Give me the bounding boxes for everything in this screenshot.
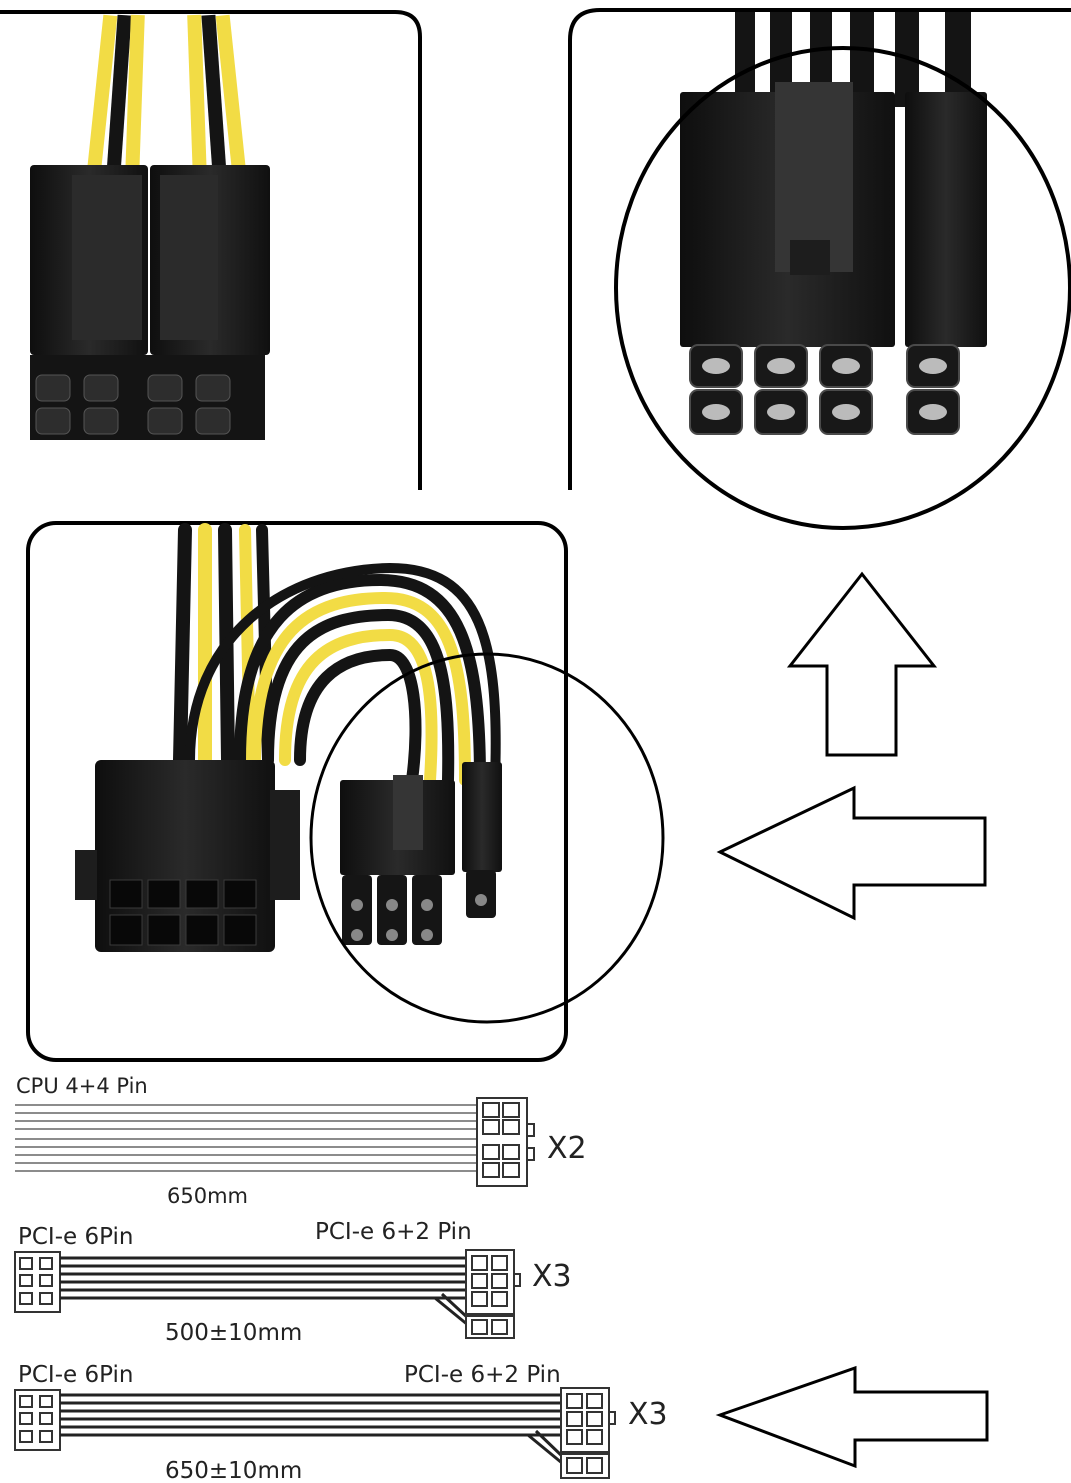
connector-6plus2 xyxy=(340,762,502,945)
cable-label-right: PCI-e 6+2 Pin xyxy=(404,1362,561,1388)
connector-6pin-icon xyxy=(14,1251,61,1313)
connector-2pin-body xyxy=(905,92,987,347)
photo-pcie-6plus2-closeup xyxy=(568,8,1071,530)
photo-cpu-4plus4-connector xyxy=(0,10,422,490)
cable-spec-pcie-650: PCI-e 6Pin PCI-e 6+2 Pin X3 xyxy=(14,1362,668,1483)
connector-cpu-icon xyxy=(476,1097,535,1187)
cable-label-right: PCI-e 6+2 Pin xyxy=(315,1219,472,1245)
cable-spec-cpu: CPU 4+4 Pin X2 650mm xyxy=(15,1074,587,1208)
length-label: 650mm xyxy=(167,1184,248,1208)
length-label: 500±10mm xyxy=(165,1320,302,1346)
connector-6pin-icon xyxy=(14,1389,61,1451)
connector-6plus2-icon xyxy=(560,1387,616,1479)
arrow-left-icon xyxy=(716,785,987,921)
wire-bundle xyxy=(86,14,247,176)
pin-holes xyxy=(689,344,960,435)
arrow-up-icon xyxy=(786,571,938,757)
photo-pcie-cable xyxy=(26,521,665,1062)
quantity-label: X3 xyxy=(532,1259,572,1294)
quantity-label: X3 xyxy=(628,1397,668,1432)
connector-half-right xyxy=(145,165,270,440)
connector-6plus2-icon xyxy=(465,1249,521,1339)
cable-label-left: PCI-e 6Pin xyxy=(18,1362,133,1388)
wire-bundle xyxy=(173,523,501,786)
length-label: 650±10mm xyxy=(165,1458,302,1483)
cable-label-left: PCI-e 6Pin xyxy=(18,1224,133,1250)
highlight-circle xyxy=(614,46,1071,530)
connector-half-left xyxy=(30,165,148,440)
cable-spec-pcie-500: PCI-e 6Pin PCI-e 6+2 Pin X3 xyxy=(14,1219,572,1346)
highlight-circle xyxy=(309,652,665,1024)
cable-label-left: CPU 4+4 Pin xyxy=(16,1074,148,1098)
quantity-label: X2 xyxy=(547,1131,587,1166)
arrow-left-icon xyxy=(715,1365,989,1469)
connector-8pin xyxy=(75,760,300,952)
